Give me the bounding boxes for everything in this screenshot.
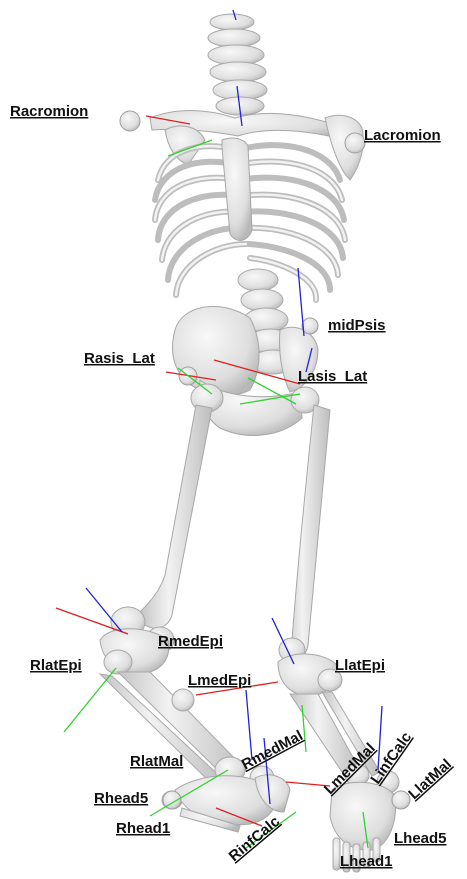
label-lhead1: Lhead1 [340, 853, 393, 870]
label-rmedepi: RmedEpi [158, 633, 223, 650]
label-lacromion: Lacromion [364, 127, 441, 144]
label-lmedepi: LmedEpi [188, 672, 251, 689]
label-llatmal: LlatMal [405, 756, 455, 803]
femurs [140, 405, 330, 660]
label-rhead1: Rhead1 [116, 820, 170, 837]
label-midpsis: midPsis [328, 317, 386, 334]
label-rmedmal: RmedMal [239, 727, 306, 773]
label-rasis-lat: Rasis_Lat [84, 350, 155, 367]
sternum [222, 138, 252, 240]
cervical-spine [208, 14, 267, 115]
label-lasis-lat: Lasis_Lat [298, 368, 367, 385]
label-rlatmal: RlatMal [130, 753, 183, 770]
marker-lacromion [345, 133, 365, 153]
marker-midpsis [302, 318, 318, 334]
label-lhead5: Lhead5 [394, 830, 447, 847]
label-rlatepi: RlatEpi [30, 657, 82, 674]
label-racromion: Racromion [10, 103, 88, 120]
label-rhead5: Rhead5 [94, 790, 148, 807]
label-llatepi: LlatEpi [335, 657, 385, 674]
marker-racromion [120, 111, 140, 131]
